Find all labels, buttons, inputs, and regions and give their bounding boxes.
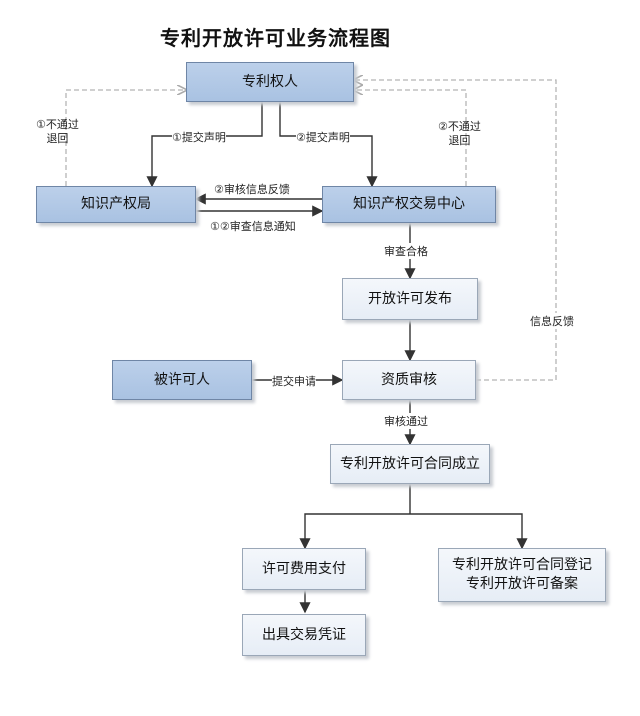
label-reject1: ①不通过 退回 <box>36 118 79 147</box>
label-info-feedback: 信息反馈 <box>530 313 574 329</box>
node-publish: 开放许可发布 <box>342 278 478 320</box>
edge-reject1 <box>65 90 186 186</box>
label-audit-feedback: ②审核信息反馈 <box>214 183 290 196</box>
node-patentee: 专利权人 <box>186 62 354 102</box>
label-reject2: ②不通过 退回 <box>438 120 481 149</box>
label-apply: 提交申请 <box>272 373 316 389</box>
node-payment: 许可费用支付 <box>242 548 366 590</box>
node-review: 资质审核 <box>342 360 476 400</box>
label-check-notice: ①②审查信息通知 <box>210 220 296 233</box>
node-ip-exchange: 知识产权交易中心 <box>322 186 496 223</box>
node-contract: 专利开放许可合同成立 <box>330 444 490 484</box>
label-reject1-line1: ①不通过 <box>36 118 79 131</box>
diagram-title: 专利开放许可业务流程图 <box>160 26 391 50</box>
label-check-pass: 审查合格 <box>384 243 428 259</box>
label-submit1: ①提交声明 <box>172 129 226 145</box>
node-voucher: 出具交易凭证 <box>242 614 366 656</box>
edge-info-feedback <box>354 80 557 381</box>
edge-reject2 <box>354 90 467 186</box>
label-submit2: ②提交声明 <box>296 129 350 145</box>
edge-contract-split <box>304 484 523 546</box>
node-register-line2: 专利开放许可备案 <box>466 576 578 592</box>
label-audit-pass: 审核通过 <box>384 413 428 429</box>
node-licensee: 被许可人 <box>112 360 252 400</box>
label-reject2-line2: 退回 <box>448 134 471 148</box>
label-reject2-line1: ②不通过 <box>438 120 481 133</box>
label-reject1-line2: 退回 <box>46 132 69 146</box>
node-ip-office: 知识产权局 <box>36 186 196 223</box>
node-register: 专利开放许可合同登记 专利开放许可备案 <box>438 548 606 602</box>
node-register-line1: 专利开放许可合同登记 <box>452 557 592 574</box>
